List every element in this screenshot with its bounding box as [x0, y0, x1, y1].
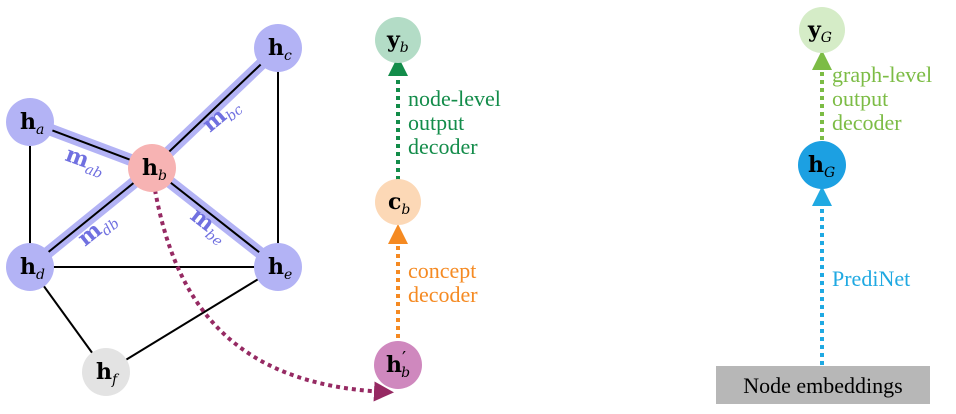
node-d: hd: [6, 243, 54, 291]
node-h-G: hG: [798, 141, 846, 189]
message-edge-bc: [151, 47, 279, 169]
message-edge-db: [29, 167, 153, 268]
node-embeddings-label: Node embeddings: [743, 373, 902, 398]
graph-output-decoder-label: graph-level output decoder: [832, 62, 938, 135]
concept-decoder-label: concept decoder: [408, 258, 482, 307]
node-h-prime-b: h′b: [374, 341, 422, 389]
node-f: hf: [82, 348, 130, 396]
node-c-b: cb: [375, 179, 421, 225]
node-y-G: yG: [799, 7, 845, 53]
svg-text:yb: yb: [386, 27, 409, 56]
node-e: he: [254, 243, 302, 291]
node-embeddings-box: [716, 366, 930, 404]
node-b: hb: [128, 144, 176, 192]
node-a: ha: [6, 98, 54, 146]
svg-text:hf: hf: [96, 359, 120, 388]
svg-text:hd: hd: [20, 254, 45, 283]
svg-text:hc: hc: [268, 35, 292, 64]
svg-text:he: he: [268, 254, 292, 283]
message-edge-be: [151, 167, 279, 268]
svg-text:yG: yG: [807, 17, 832, 46]
edge-e-f: [105, 266, 279, 373]
svg-text:ha: ha: [20, 109, 44, 138]
node-pipeline: yb cb h′b node-level output decoder conc…: [374, 17, 506, 389]
svg-text:hG: hG: [808, 152, 835, 181]
svg-text:h′b: h′b: [386, 348, 410, 381]
graph-edges: [29, 48, 279, 373]
predinet-label: PrediNet: [832, 266, 910, 291]
graph-nodes: ha hb hc hd he hf: [6, 24, 302, 396]
node-y-b: yb: [375, 17, 421, 63]
svg-text:hb: hb: [142, 155, 167, 184]
node-c: hc: [254, 24, 302, 72]
embedding-transfer-arrow: [153, 189, 394, 402]
svg-text:cb: cb: [388, 189, 410, 218]
node-output-decoder-label: node-level output decoder: [408, 86, 506, 159]
graph-pipeline: yG hG graph-level output decoder PrediNe…: [716, 7, 938, 404]
